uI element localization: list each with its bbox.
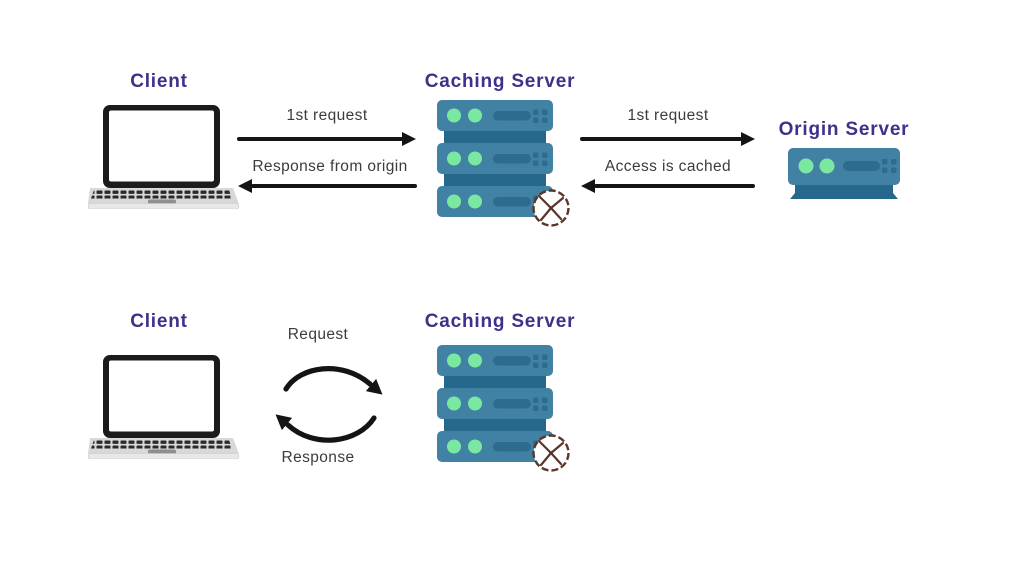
arrow-client-to-cache — [237, 137, 403, 141]
server-stack-icon — [437, 345, 571, 475]
arrow-label-origin-to-cache: Access is cached — [604, 158, 732, 175]
laptop-icon — [88, 105, 240, 209]
top-caching-server-title: Caching Server — [424, 71, 576, 92]
cycle-request-label: Request — [287, 326, 349, 343]
laptop-icon — [88, 355, 240, 459]
top-client-title: Client — [130, 71, 188, 92]
request-response-cycle-arrows — [275, 366, 383, 443]
arrow-label-cache-to-origin: 1st request — [627, 107, 709, 124]
bottom-caching-server-title: Caching Server — [424, 311, 576, 332]
arrow-cache-to-origin — [580, 137, 742, 141]
server-rack-icon — [786, 148, 904, 202]
arrow-cache-to-client — [251, 184, 417, 188]
arrow-label-cache-to-client: Response from origin — [252, 158, 408, 175]
bottom-client-title: Client — [130, 311, 188, 332]
server-stack-icon — [437, 100, 571, 230]
origin-server-title: Origin Server — [778, 119, 910, 140]
cycle-response-label: Response — [281, 449, 355, 466]
arrow-label-client-to-cache: 1st request — [286, 107, 368, 124]
arrow-origin-to-cache — [594, 184, 755, 188]
